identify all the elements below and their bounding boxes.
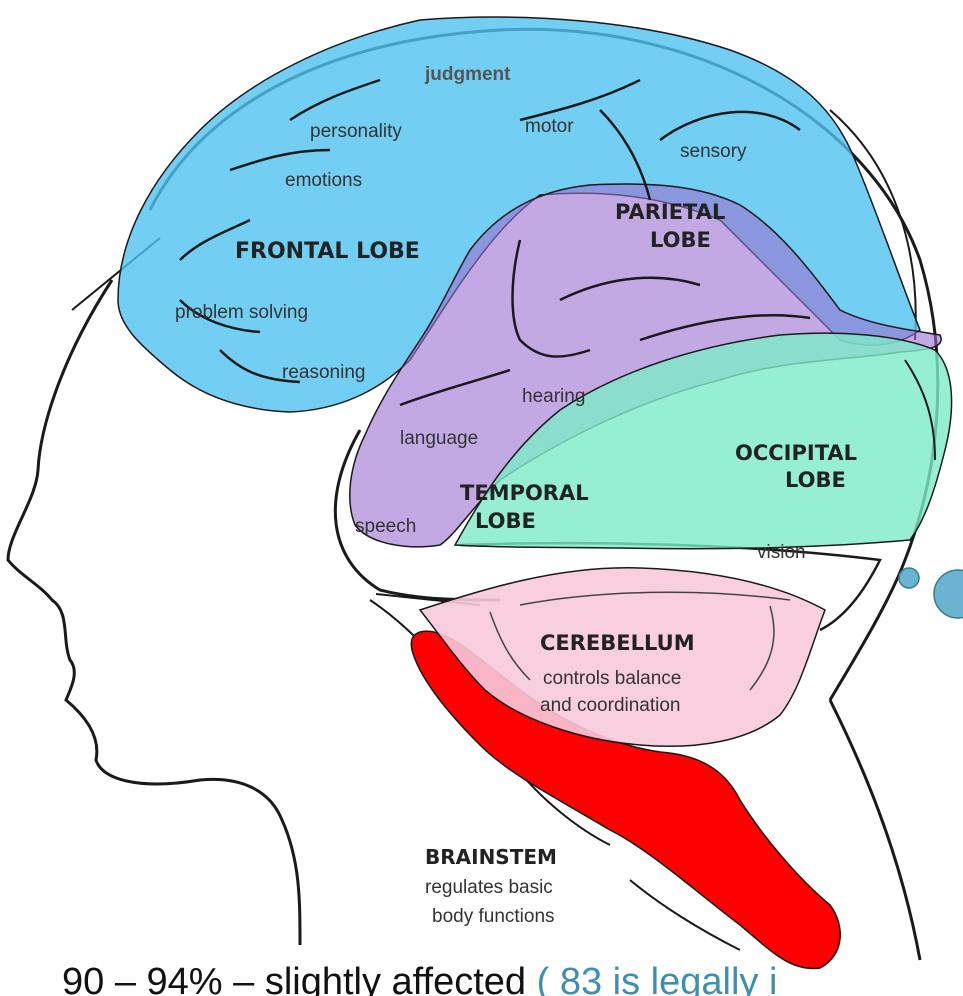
footer-text: 90 – 94% – slightly affected xyxy=(62,961,537,996)
label-cerebellum-desc-2: and coordination xyxy=(540,695,681,716)
label-sensory: sensory xyxy=(680,141,747,162)
label-cerebellum: CEREBELLUM xyxy=(540,631,695,655)
bubble-large-icon xyxy=(934,570,963,618)
label-vision: vision xyxy=(757,542,806,563)
label-brainstem-desc-2: body functions xyxy=(432,906,555,927)
footer-link[interactable]: ( 83 is legally i xyxy=(537,961,778,996)
label-motor: motor xyxy=(525,116,574,137)
label-hearing: hearing xyxy=(522,386,585,407)
label-parietal-1: PARIETAL xyxy=(615,200,725,224)
label-parietal-2: LOBE xyxy=(650,228,711,252)
label-reasoning: reasoning xyxy=(282,362,365,383)
neck-back xyxy=(830,700,920,960)
label-speech: speech xyxy=(355,516,416,537)
label-judgment: judgment xyxy=(424,64,511,85)
label-brainstem-desc-1: regulates basic xyxy=(425,877,553,898)
label-personality: personality xyxy=(310,121,402,142)
label-brainstem: BRAINSTEM xyxy=(425,845,557,869)
label-problem-solving: problem solving xyxy=(175,302,308,323)
label-occipital-2: LOBE xyxy=(785,468,846,492)
label-occipital-1: OCCIPITAL xyxy=(735,441,857,465)
label-temporal-1: TEMPORAL xyxy=(460,481,589,505)
label-temporal-2: LOBE xyxy=(475,509,536,533)
label-cerebellum-desc-1: controls balance xyxy=(543,668,681,689)
label-emotions: emotions xyxy=(285,170,362,191)
label-frontal-lobe: FRONTAL LOBE xyxy=(235,239,420,264)
bubble-small-icon xyxy=(899,568,919,588)
footer-caption: 90 – 94% – slightly affected ( 83 is leg… xyxy=(62,962,963,996)
label-language: language xyxy=(400,428,478,449)
